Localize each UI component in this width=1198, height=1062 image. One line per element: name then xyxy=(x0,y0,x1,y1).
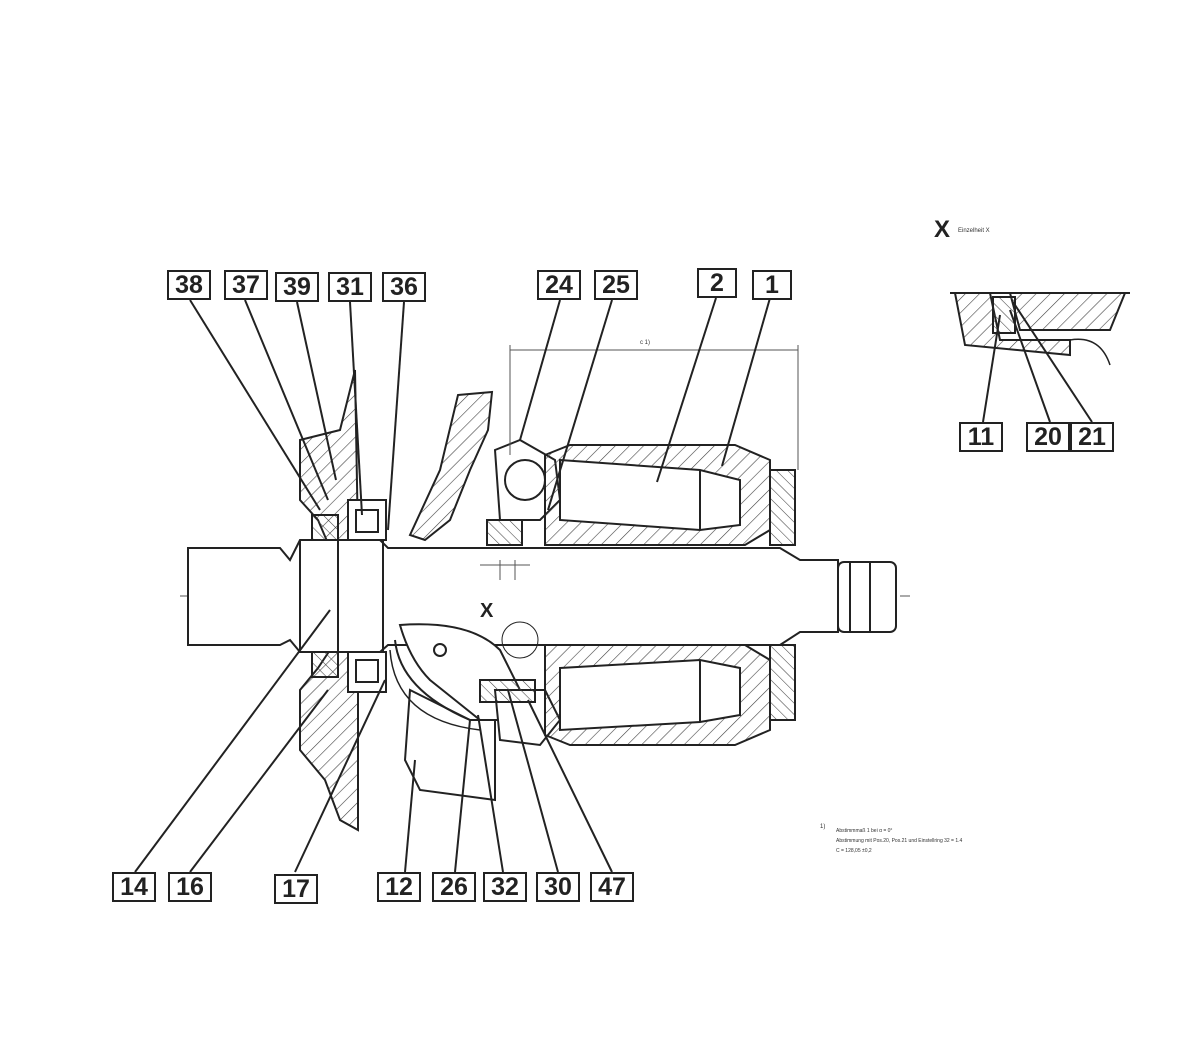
leader-36 xyxy=(387,301,405,531)
shaft-end xyxy=(837,561,897,633)
leader-2 xyxy=(656,297,717,483)
callout-16: 16 xyxy=(168,872,212,902)
section-x-marker: X xyxy=(480,600,494,622)
callout-47: 47 xyxy=(590,872,634,902)
shaft-seal-top xyxy=(311,514,339,541)
leader-25 xyxy=(547,299,613,511)
leader-26 xyxy=(454,719,471,873)
leader-47 xyxy=(527,699,613,873)
callout-36: 36 xyxy=(382,272,426,302)
callout-17: 17 xyxy=(274,874,318,904)
dimension-label: c 1) xyxy=(640,340,651,346)
bearing-bottom xyxy=(347,651,387,693)
leader-30 xyxy=(507,689,559,873)
leader-12 xyxy=(404,759,416,873)
shaft-seal-bottom xyxy=(311,651,339,678)
leader-21 xyxy=(1012,301,1093,423)
bearing-top xyxy=(347,499,387,541)
callout-26: 26 xyxy=(432,872,476,902)
leader-16 xyxy=(189,689,329,873)
leader-11 xyxy=(982,314,1001,423)
callout-12: 12 xyxy=(377,872,421,902)
leader-24 xyxy=(519,299,561,441)
callout-20: 20 xyxy=(1026,422,1070,452)
callout-30: 30 xyxy=(536,872,580,902)
leader-20 xyxy=(1009,309,1051,423)
detail-x-marker: X xyxy=(934,216,951,243)
callout-31: 31 xyxy=(328,272,372,302)
port-plate xyxy=(769,469,796,546)
leader-31 xyxy=(349,301,363,516)
leader-14 xyxy=(134,609,331,873)
port-plate-bottom xyxy=(769,644,796,721)
callout-11: 11 xyxy=(959,422,1003,452)
leader-39 xyxy=(296,301,337,481)
callout-2: 2 xyxy=(697,268,737,298)
leader-17 xyxy=(294,679,386,873)
callout-38: 38 xyxy=(167,270,211,300)
footnote-line-2: Abstimmung mit Pos.20, Pos.21 und Einste… xyxy=(836,838,963,844)
leader-1 xyxy=(721,297,771,467)
callout-25: 25 xyxy=(594,270,638,300)
swash-plate xyxy=(408,390,494,542)
callout-37: 37 xyxy=(224,270,268,300)
callout-39: 39 xyxy=(275,272,319,302)
callout-32: 32 xyxy=(483,872,527,902)
leader-38 xyxy=(189,299,321,511)
footnote-marker: 1) xyxy=(820,824,826,830)
piston-bottom xyxy=(559,658,741,732)
footnote-line-1: Abstimmmaß 1 bei α = 0° xyxy=(836,828,893,834)
callout-1: 1 xyxy=(752,270,792,300)
leader-37 xyxy=(244,299,329,501)
callout-24: 24 xyxy=(537,270,581,300)
piston-ball-top xyxy=(504,459,546,501)
drive-shaft xyxy=(187,539,839,653)
leader-32 xyxy=(477,714,504,873)
callout-14: 14 xyxy=(112,872,156,902)
footnote-line-3: C = 128,05 ±0,2 xyxy=(836,848,872,854)
detail-x-caption: Einzelheit X xyxy=(958,228,990,234)
callout-21: 21 xyxy=(1070,422,1114,452)
